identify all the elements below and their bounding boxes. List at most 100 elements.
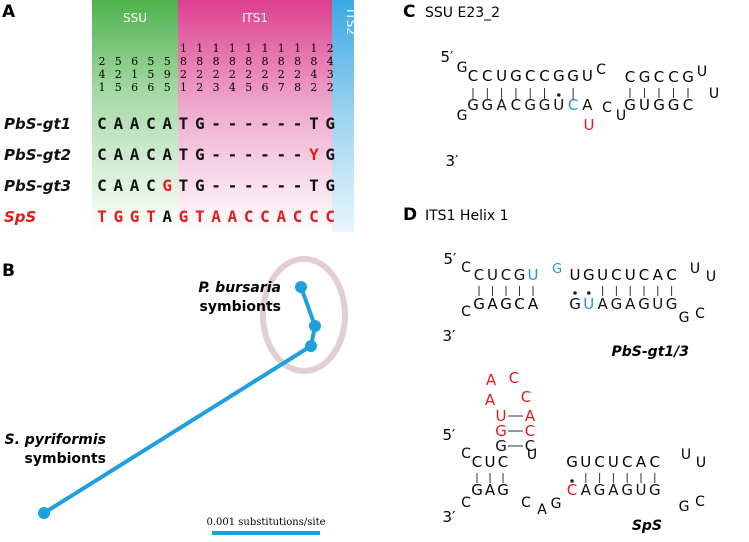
position-digit: 6 bbox=[262, 81, 269, 94]
nucleotide: G bbox=[500, 295, 512, 313]
alignment-base: C bbox=[325, 207, 335, 226]
nucleotide: U bbox=[709, 86, 719, 102]
wobble-pair-dot bbox=[570, 479, 574, 483]
position-digit: 2 bbox=[99, 55, 106, 68]
alignment-base: T bbox=[309, 114, 319, 133]
nucleotide: G bbox=[457, 108, 468, 124]
position-digit: 3 bbox=[213, 81, 220, 94]
position-digit: 4 bbox=[327, 55, 334, 68]
alignment-base: A bbox=[162, 207, 172, 226]
alignment-base: C bbox=[260, 207, 270, 226]
position-digit: 2 bbox=[327, 42, 334, 55]
region-ssu: SSU bbox=[123, 11, 147, 25]
five-prime: 5′ bbox=[441, 48, 455, 66]
position-digit: 8 bbox=[180, 55, 187, 68]
alignment-base: - bbox=[276, 176, 286, 195]
nucleotide: C bbox=[521, 495, 531, 511]
alignment-base: - bbox=[293, 176, 303, 195]
position-digit: 8 bbox=[278, 55, 285, 68]
position-digit: 8 bbox=[245, 55, 252, 68]
alignment-base: G bbox=[195, 114, 205, 133]
nucleotide: A bbox=[487, 295, 498, 313]
position-digit: 2 bbox=[196, 68, 203, 81]
position-digit: 1 bbox=[180, 81, 187, 94]
spyriformis-symbionts-label: symbionts bbox=[25, 451, 106, 467]
alignment-base: A bbox=[162, 145, 172, 164]
structure-c-title: SSU E23_2 bbox=[425, 5, 500, 21]
position-digit: 8 bbox=[213, 55, 220, 68]
three-prime: 3′ bbox=[443, 327, 457, 345]
position-digit: 7 bbox=[278, 81, 285, 94]
nucleotide: G bbox=[551, 496, 562, 512]
nucleotide: U bbox=[697, 64, 707, 80]
nucleotide: C bbox=[498, 453, 508, 471]
nucleotide: A bbox=[485, 391, 496, 409]
panel-label-a: A bbox=[2, 2, 16, 22]
tree-node-2 bbox=[309, 320, 321, 332]
position-digit: 2 bbox=[262, 68, 269, 81]
position-digit: 4 bbox=[310, 68, 317, 81]
alignment-base: A bbox=[130, 176, 140, 195]
alignment-base: A bbox=[130, 114, 140, 133]
alignment-base: - bbox=[260, 145, 270, 164]
nucleotide: C bbox=[695, 494, 705, 510]
nucleotide: A bbox=[485, 481, 496, 499]
nucleotide: G bbox=[666, 295, 678, 313]
its1-band bbox=[178, 0, 332, 232]
nucleotide: U bbox=[652, 295, 663, 313]
nucleotide: A bbox=[486, 371, 497, 389]
alignment-base: G bbox=[325, 145, 335, 164]
nucleotide: C bbox=[539, 67, 549, 85]
position-digit: 5 bbox=[164, 81, 171, 94]
position-digit: 2 bbox=[294, 68, 301, 81]
nucleotide: C bbox=[482, 67, 492, 85]
position-digit: 1 bbox=[131, 68, 138, 81]
nucleotide: G bbox=[668, 96, 680, 114]
alignment-base: G bbox=[195, 145, 205, 164]
nucleotide: G bbox=[539, 96, 551, 114]
position-digit: 5 bbox=[147, 68, 154, 81]
nucleotide: G bbox=[682, 68, 694, 86]
nucleotide: U bbox=[496, 67, 507, 85]
alignment-base: - bbox=[244, 176, 254, 195]
nucleotide: U bbox=[706, 269, 716, 285]
nucleotide: A bbox=[496, 96, 507, 114]
alignment-base: T bbox=[179, 176, 189, 195]
nucleotide: C bbox=[654, 68, 664, 86]
nucleotide: C bbox=[668, 68, 678, 86]
nucleotide: C bbox=[461, 495, 471, 511]
region-its1: ITS1 bbox=[242, 11, 268, 25]
panel-label-b: B bbox=[2, 261, 15, 281]
tree-node-1 bbox=[305, 340, 317, 352]
nucleotide: C bbox=[611, 266, 621, 284]
nucleotide: C bbox=[521, 388, 531, 406]
nucleotide: A bbox=[581, 481, 592, 499]
nucleotide: G bbox=[471, 481, 483, 499]
nucleotide: G bbox=[495, 422, 507, 440]
nucleotide: U bbox=[616, 108, 626, 124]
nucleotide: U bbox=[553, 96, 564, 114]
tree-node-3 bbox=[295, 281, 307, 293]
nucleotide: U bbox=[528, 266, 539, 284]
wobble-pair-dot bbox=[587, 291, 591, 295]
nucleotide: U bbox=[527, 447, 537, 463]
three-prime: 3′ bbox=[443, 508, 457, 526]
alignment-base: - bbox=[293, 114, 303, 133]
nucleotide: U bbox=[636, 481, 647, 499]
position-digit: 2 bbox=[327, 81, 334, 94]
alignment-base: T bbox=[309, 176, 319, 195]
alignment-base: A bbox=[113, 114, 123, 133]
pbs-structure-label: PbS-gt1/3 bbox=[612, 344, 690, 360]
alignment-base: G bbox=[325, 176, 335, 195]
nucleotide: G bbox=[679, 499, 690, 515]
alignment-base: G bbox=[113, 207, 123, 226]
nucleotide: A bbox=[608, 481, 619, 499]
alignment-base: T bbox=[179, 114, 189, 133]
nucleotide: G bbox=[569, 295, 581, 313]
nucleotide: U bbox=[582, 67, 593, 85]
spyriformis-label: S. pyriformis bbox=[5, 432, 106, 448]
nucleotide: U bbox=[487, 266, 498, 284]
nucleotide: A bbox=[653, 266, 664, 284]
alignment-base: G bbox=[195, 176, 205, 195]
nucleotide: G bbox=[639, 68, 651, 86]
